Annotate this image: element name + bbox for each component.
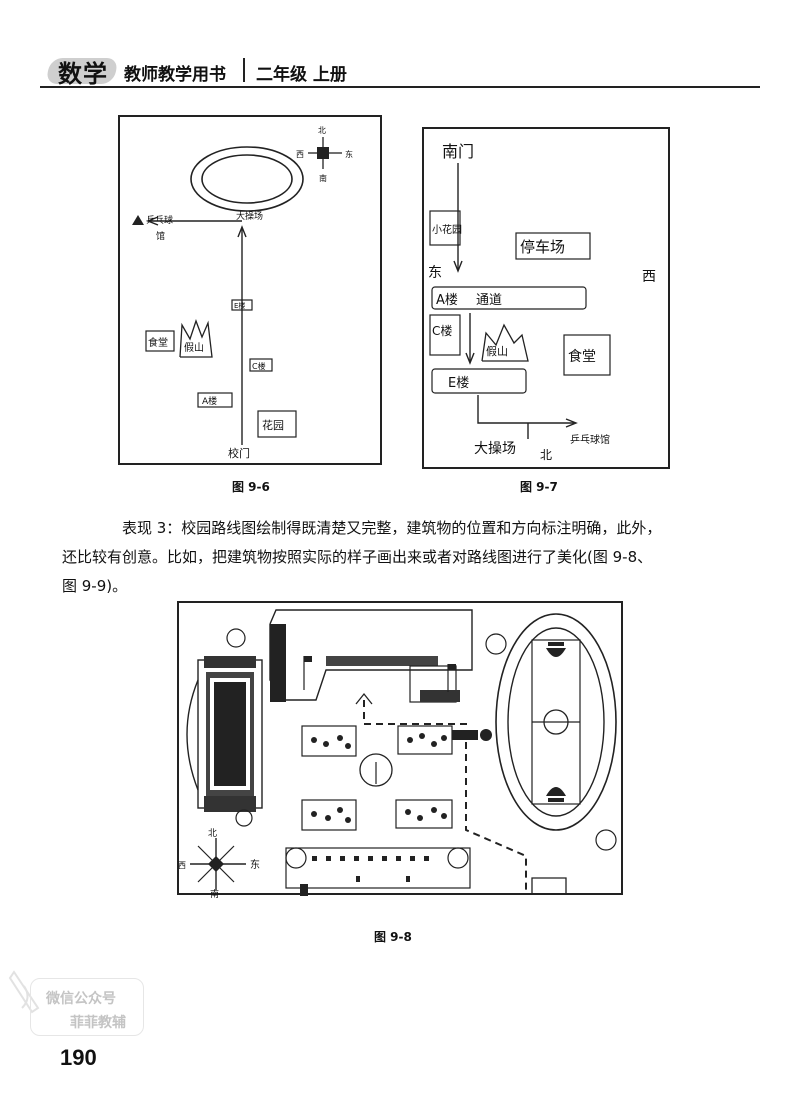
page-header: 数学 教师教学用书 二年级 上册 <box>40 56 760 90</box>
watermark-line-2: 菲菲教辅 <box>70 1015 126 1031</box>
header-divider <box>243 58 245 82</box>
figure-9-7: 南门 小花园 停车场 东 西 A楼 通道 C楼 假山 食堂 E楼 大操场 北 乒… <box>422 127 670 469</box>
fig96-pingpong-label-2: 馆 <box>156 230 165 242</box>
fig97-west-label: 西 <box>642 269 656 285</box>
fig97-south-gate: 南门 <box>442 142 474 161</box>
book-logo: 数学 <box>45 56 119 88</box>
fig97-c-building: C楼 <box>432 323 452 338</box>
fig96-garden: 花园 <box>262 419 284 432</box>
fig97-garden: 小花园 <box>432 223 462 236</box>
fig96-east-label: 东 <box>345 149 353 159</box>
fig97-canteen: 食堂 <box>568 348 596 365</box>
fig97-rockery: 假山 <box>486 344 508 358</box>
watermark-box <box>30 978 144 1036</box>
body-paragraph: 表现 3：校园路线图绘制得既清楚又完整，建筑物的位置和方向标注明确，此外， 还比… <box>62 514 712 601</box>
fig98-south-label: 南 <box>210 888 219 898</box>
fig96-a-building: A楼 <box>202 395 217 407</box>
figure-9-6: 北 南 东 西 乒乓球 馆 大操场 E楼 C楼 A楼 食堂 假山 花园 校门 <box>118 115 382 465</box>
watermark-line-1: 微信公众号 <box>46 991 116 1007</box>
fig96-south-label: 南 <box>319 173 327 183</box>
fig98-north-label: 北 <box>208 828 217 839</box>
fig97-parking: 停车场 <box>520 238 565 256</box>
fig97-east-label: 东 <box>428 265 442 281</box>
watermark: 微信公众号 菲菲教辅 <box>8 968 148 1048</box>
fig98-west-label: 西 <box>178 861 186 870</box>
page-number: 190 <box>60 1045 97 1070</box>
figure-9-8-drawing: 北 南 东 西 <box>177 601 623 898</box>
figure-9-6-drawing: 北 南 东 西 乒乓球 馆 大操场 E楼 C楼 A楼 食堂 假山 花园 校门 <box>132 126 353 460</box>
fig96-gate: 校门 <box>228 446 250 460</box>
fig96-north-label: 北 <box>318 126 326 135</box>
paragraph-line-1: 表现 3：校园路线图绘制得既清楚又完整，建筑物的位置和方向标注明确，此外， <box>122 519 662 537</box>
figure-9-7-caption: 图 9-7 <box>520 480 558 494</box>
logo-text: 数学 <box>58 58 108 88</box>
fig97-playground: 大操场 <box>474 441 516 457</box>
paragraph-line-3: 图 9-9)。 <box>62 577 128 595</box>
fig96-c-building: C楼 <box>252 361 266 371</box>
fig97-e-building: E楼 <box>448 376 469 391</box>
fig96-pingpong-label: 乒乓球 <box>146 214 173 226</box>
header-rule <box>40 86 760 88</box>
figure-9-6-caption: 图 9-6 <box>232 480 270 494</box>
figure-9-8-caption: 图 9-8 <box>374 930 412 944</box>
fig97-pingpong: 乒乓球馆 <box>570 433 610 446</box>
fig97-passage: 通道 <box>476 293 502 308</box>
fig98-east-label: 东 <box>250 858 260 871</box>
book-grade: 二年级 上册 <box>256 65 347 85</box>
fig96-rockery: 假山 <box>184 341 204 354</box>
book-title: 教师教学用书 <box>124 65 226 85</box>
fig97-north-label: 北 <box>540 448 552 462</box>
fig96-west-label: 西 <box>296 150 304 159</box>
paragraph-line-2: 还比较有创意。比如，把建筑物按照实际的样子画出来或者对路线图进行了美化(图 9-… <box>62 548 653 566</box>
fig96-playground-label: 大操场 <box>236 210 263 222</box>
fig97-a-building: A楼 <box>436 293 458 308</box>
figure-9-7-drawing: 南门 小花园 停车场 东 西 A楼 通道 C楼 假山 食堂 E楼 大操场 北 乒… <box>428 142 656 462</box>
figure-9-8: 北 南 东 西 <box>176 600 624 898</box>
fig96-canteen: 食堂 <box>148 336 168 349</box>
fig96-e-building: E楼 <box>234 301 245 310</box>
